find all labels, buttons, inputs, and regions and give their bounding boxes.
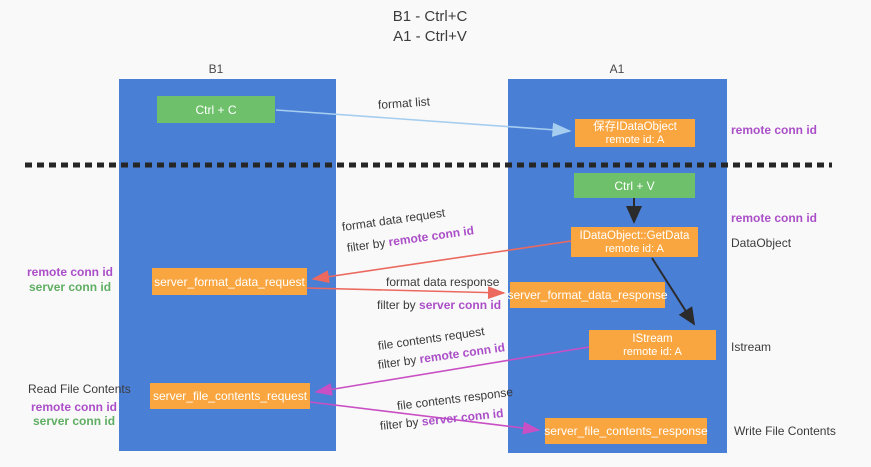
lane-b1-name: B1 [208,62,224,76]
left-server-conn-id-label: server conn id [29,280,112,294]
diagram-title-line2: A1 - Ctrl+V [393,28,467,45]
node-server-format-data-response-label: server_format_data_response [507,288,668,302]
node-server-file-contents-response: server_file_contents_response [544,418,708,444]
node-istream: IStream remote id: A [589,330,716,360]
remote-conn-id-label-mid: remote conn id [731,211,818,225]
remote-conn-id-label-top: remote conn id [731,123,818,137]
read-remote-conn-id-label: remote conn id [31,400,118,414]
node-save-dataobject-line1: 保存IDataObject [593,120,677,133]
node-server-format-data-request: server_format_data_request [152,268,307,295]
write-file-contents-label: Write File Contents [734,424,836,438]
node-istream-line2: remote id: A [623,345,682,358]
left-remote-conn-id-label: remote conn id [27,265,114,279]
filter-by-text-2: filter by [377,298,420,312]
node-ctrl-v: Ctrl + V [574,173,695,198]
node-server-format-data-request-label: server_format_data_request [154,274,305,289]
node-save-dataobject-line2: remote id: A [605,133,665,146]
node-getdata: IDataObject::GetData remote id: A [571,227,698,257]
istream-label: Istream [731,340,772,354]
format-data-response-label: format data response [386,275,500,289]
server-conn-id-text-1: server conn id [419,298,502,312]
read-server-conn-id-label: server conn id [33,414,116,428]
node-ctrl-v-label: Ctrl + V [614,178,655,193]
node-istream-line1: IStream [632,332,673,345]
diagram-title: B1 - Ctrl+C A1 - Ctrl+V [305,7,555,47]
diagram-title-line1: B1 - Ctrl+C [392,8,468,25]
dataobject-label: DataObject [731,236,792,250]
format-data-request-arrow [311,240,572,284]
node-server-file-contents-request: server_file_contents_request [150,383,310,409]
format-data-response-arrow [306,286,506,299]
node-server-file-contents-response-label: server_file_contents_response [544,424,708,438]
filter-by-server-conn-id-label-1: filter by server conn id [377,298,501,312]
getdata-to-istream-arrow [651,257,696,326]
file-contents-response-arrow [309,401,541,435]
node-save-dataobject: 保存IDataObject remote id: A [575,119,695,147]
node-getdata-line1: IDataObject::GetData [579,229,690,242]
node-server-file-contents-request-label: server_file_contents_request [152,389,308,403]
file-contents-request-arrow [314,346,590,396]
format-list-arrow [275,109,572,137]
read-file-contents-label: Read File Contents [28,382,131,396]
node-server-format-data-response: server_format_data_response [507,282,668,308]
node-ctrl-c-label: Ctrl + C [195,102,237,117]
node-ctrl-c: Ctrl + C [157,96,275,123]
node-getdata-line2: remote id: A [605,242,664,255]
lane-a1-name: A1 [609,62,625,76]
